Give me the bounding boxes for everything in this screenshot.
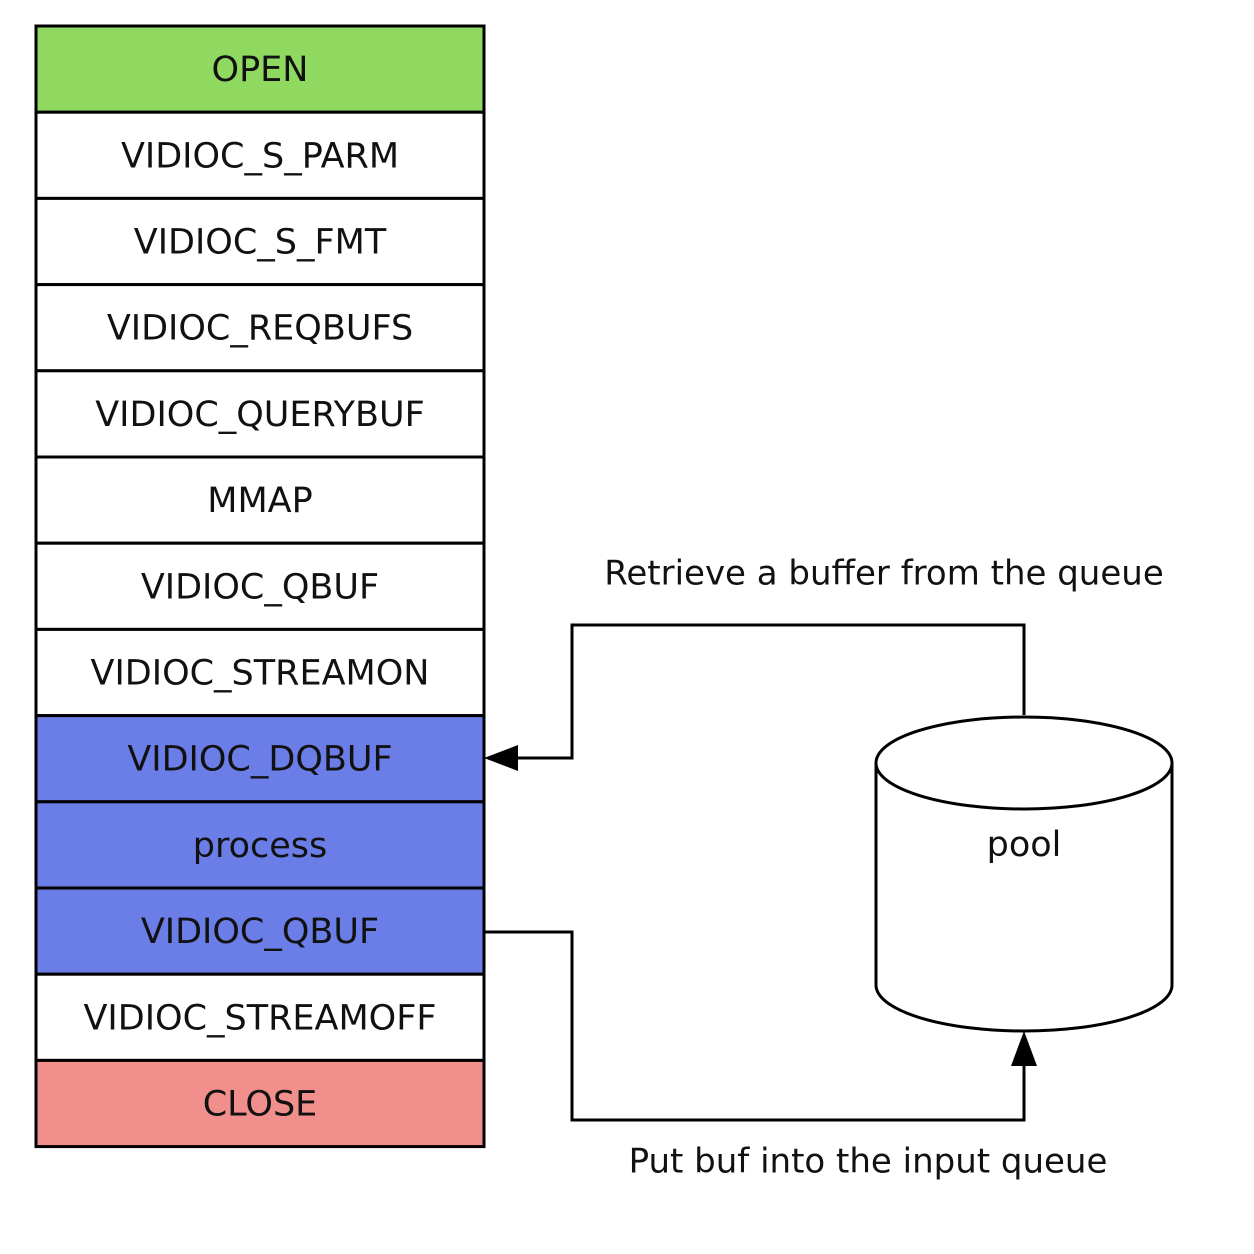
step-label: OPEN (212, 50, 309, 90)
put-caption: Put buf into the input queue (629, 1142, 1108, 1182)
pool-cylinder-top (874, 715, 1174, 811)
step-box: VIDIOC_QUERYBUF (34, 369, 486, 459)
step-label: VIDIOC_QBUF (141, 567, 379, 607)
put-connector-line (484, 930, 1026, 1122)
retrieve-arrowhead (484, 745, 518, 771)
step-box-rect (34, 627, 486, 718)
step-box: VIDIOC_STREAMOFF (34, 972, 486, 1062)
step-box: CLOSE (34, 1058, 486, 1149)
put-connector: Put buf into the input queue (484, 930, 1108, 1182)
step-label: VIDIOC_QUERYBUF (95, 395, 425, 435)
put-arrowhead (1011, 1031, 1037, 1066)
step-box-rect (34, 110, 486, 200)
step-box-rect (34, 455, 486, 545)
step-box-rect (34, 1058, 486, 1149)
step-label: VIDIOC_QBUF (141, 912, 379, 952)
step-box-rect (34, 972, 486, 1062)
step-label: VIDIOC_DQBUF (127, 740, 392, 780)
step-box: VIDIOC_DQBUF (34, 714, 486, 804)
step-box-rect (34, 800, 486, 890)
step-box: VIDIOC_S_FMT (34, 196, 486, 287)
step-box: VIDIOC_QBUF (34, 541, 486, 631)
step-box: VIDIOC_STREAMON (34, 627, 486, 718)
pool-cylinder: pool (874, 715, 1174, 1033)
retrieve-caption: Retrieve a buffer from the queue (604, 554, 1164, 594)
step-label: VIDIOC_REQBUFS (107, 309, 413, 349)
step-label: VIDIOC_STREAMOFF (83, 998, 436, 1038)
step-box: VIDIOC_QBUF (34, 886, 486, 976)
step-label: VIDIOC_S_PARM (121, 136, 399, 176)
step-label: MMAP (207, 481, 312, 521)
step-label: process (193, 826, 328, 866)
step-box-rect (34, 196, 486, 287)
retrieve-connector: Retrieve a buffer from the queue (484, 554, 1164, 771)
retrieve-connector-line (512, 623, 1026, 760)
step-label: VIDIOC_S_FMT (134, 223, 387, 263)
step-box: VIDIOC_S_PARM (34, 110, 486, 200)
step-box: process (34, 800, 486, 890)
step-label: VIDIOC_STREAMON (91, 654, 430, 694)
pool-label: pool (987, 825, 1062, 865)
step-label: CLOSE (203, 1085, 318, 1125)
step-box: VIDIOC_REQBUFS (34, 283, 486, 373)
step-box-rect (34, 24, 486, 114)
step-box-rect (34, 283, 486, 373)
step-stack: OPEN VIDIOC_S_PARM VIDIOC_S_FMT VIDIOC_REQB… (34, 24, 486, 1149)
step-box: OPEN (34, 24, 486, 114)
step-box: MMAP (34, 455, 486, 545)
